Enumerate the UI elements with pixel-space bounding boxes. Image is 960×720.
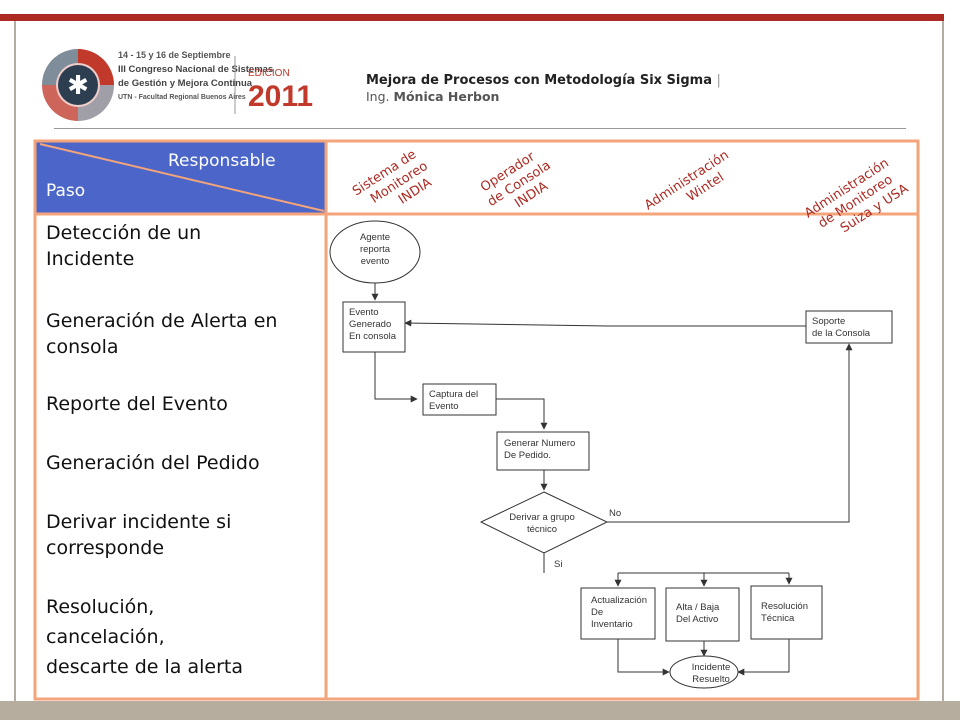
step-resolucion: Resolución,cancelación,descarte de la al… [46, 596, 243, 678]
frame-right-border [942, 21, 944, 701]
step-generacion-pedido: Generación del Pedido [46, 452, 260, 474]
bottom-accent-bar [0, 701, 960, 720]
edge-label-si: Si [554, 559, 562, 570]
top-accent-bar [0, 14, 944, 21]
edge-captura-generar [496, 398, 548, 430]
header-subtitle: Ing. Mónica Herbon [366, 89, 500, 104]
header-diagonal [39, 143, 325, 212]
logo-edition-year: 2011 [248, 80, 313, 113]
edge-actualizacion-incidente [617, 639, 670, 676]
logo-congress-line2: de Gestión y Mejora Continua [118, 78, 253, 89]
table-grid [33, 139, 920, 701]
paso-label: Paso [46, 181, 85, 201]
column-header-suiza: Administración de Monitoreo Suiza y USA [802, 154, 913, 249]
flow-connectors [371, 283, 853, 676]
header-separator: | [716, 73, 721, 88]
logo-congress-line1: III Congreso Nacional de Sistemas [118, 64, 273, 75]
column-header-operador: Operador de Consola INDIA [476, 142, 565, 223]
responsable-label: Responsable [168, 151, 276, 171]
edge-soporte-evento [404, 319, 806, 327]
edge-label-no: No [609, 508, 621, 519]
edge-evento-captura [374, 352, 418, 403]
congress-logo: ✱ 14 - 15 y 16 de Septiembre III Congres… [42, 49, 313, 121]
step-reporte-evento: Reporte del Evento [46, 393, 228, 415]
utn-emblem-icon: ✱ [42, 49, 114, 121]
edge-resolucion-incidente [737, 639, 790, 676]
logo-edition-label: EDICION [248, 68, 290, 79]
header-rule [54, 128, 906, 129]
logo-faculty: UTN - Facultad Regional Buenos Aires [118, 94, 246, 101]
edge-derivar-soporte [606, 343, 853, 523]
logo-dates: 14 - 15 y 16 de Septiembre [118, 50, 231, 60]
header-title: Mejora de Procesos con Metodología Six S… [366, 73, 721, 88]
svg-text:✱: ✱ [67, 71, 89, 101]
frame-left-border [14, 21, 16, 701]
